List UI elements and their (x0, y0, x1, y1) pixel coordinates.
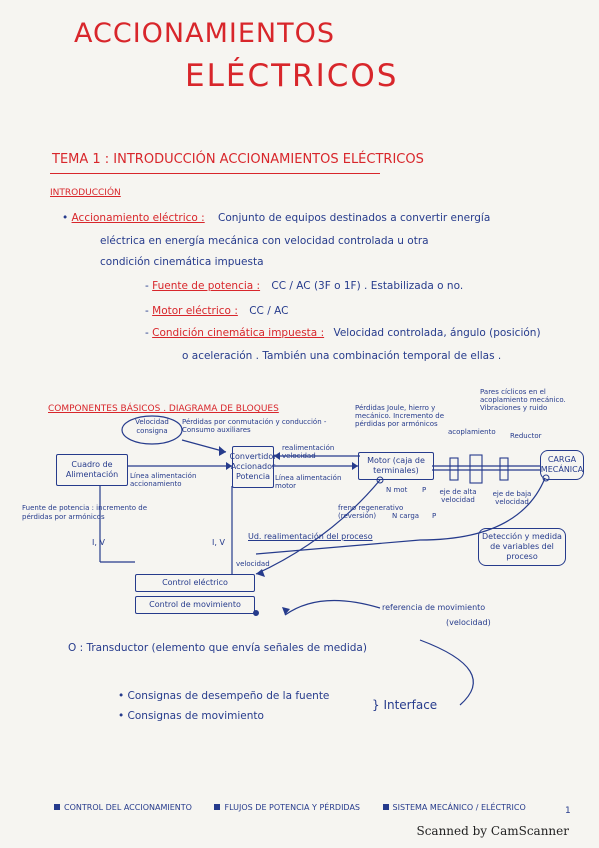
referencia-movimiento: referencia de movimiento (382, 603, 486, 612)
componentes-heading: COMPONENTES BÁSICOS . DIAGRAMA DE BLOQUE… (48, 404, 279, 414)
tema-heading: TEMA 1 : INTRODUCCIÓN ACCIONAMIENTOS ELÉ… (52, 152, 424, 167)
footer-item-1: CONTROL DEL ACCIONAMIENTO (64, 803, 192, 812)
footer-item-3: SISTEMA MECÁNICO / ELÉCTRICO (392, 803, 526, 812)
eje-baja-label: eje de baja velocidad (492, 490, 532, 506)
motor-box: Motor (caja de terminales) (358, 452, 434, 480)
convertidor-label-2: Accionador (230, 462, 276, 471)
interface-item-2-text: Consignas de movimiento (127, 710, 264, 722)
velocidad-label: velocidad (236, 560, 270, 568)
definition-term: Accionamiento eléctrico : (71, 212, 205, 224)
deteccion-box: Detección y medida de variables del proc… (478, 528, 566, 566)
interface-item-2: • Consignas de movimiento (118, 710, 264, 722)
interface-item-1: • Consignas de desempeño de la fuente (118, 690, 330, 702)
bullet-condicion-term: Condición cinemática impuesta : (152, 327, 325, 339)
bullet-fuente-text: CC / AC (3F o 1F) . Estabilizada o no. (271, 280, 464, 292)
title-line-1: ACCIONAMIENTOS (74, 18, 335, 49)
eje-alta-label: eje de alta velocidad (439, 488, 477, 504)
page-number: 1 (565, 806, 571, 816)
convertidor-label-3: Potencia (235, 472, 271, 481)
scanner-watermark: Scanned by CamScanner (416, 824, 569, 838)
perdidas-motor-note: Pérdidas Joule, hierro y mecánico. Incre… (355, 404, 445, 428)
realimentacion-proceso: Ud. realimentación del proceso (248, 532, 373, 541)
realimentacion-velocidad: realimentación velocidad (282, 444, 335, 460)
definition-line-3: condición cinemática impuesta (100, 256, 264, 268)
cuadro-alimentacion-box: Cuadro de Alimentación (56, 454, 128, 486)
linea-alimentacion-accionamiento: Línea alimentación accionamiento (130, 472, 197, 488)
bullet-fuente: - Fuente de potencia : CC / AC (3F o 1F)… (145, 280, 464, 292)
linea-alimentacion-motor: Línea alimentación motor (275, 474, 342, 490)
freno-regenerativo-label: freno regenerativo (reversión) (338, 504, 404, 520)
convertidor-label-1: Convertidor (229, 452, 277, 461)
definition-line-1: • Accionamiento eléctrico : Conjunto de … (62, 212, 491, 224)
carga-mecanica-box: CARGA MECÁNICA (540, 450, 584, 480)
convertidor-box: Convertidor Accionador Potencia (229, 446, 277, 488)
bullet-condicion: - Condición cinemática impuesta : Veloci… (145, 327, 541, 339)
legend-square-icon (54, 804, 60, 810)
bullet-motor-text: CC / AC (249, 305, 289, 317)
velocidad-consigna: Velocidad consigna (135, 418, 169, 435)
control-movimiento-box: Control de movimiento (135, 596, 255, 614)
legend-square-icon (214, 804, 221, 810)
intro-heading: INTRODUCCIÓN (50, 188, 121, 198)
definition-text-1: Conjunto de equipos destinados a convert… (218, 212, 491, 224)
referencia-velocidad: (velocidad) (446, 618, 491, 627)
bullet-condicion-cont: o aceleración . También una combinación … (182, 350, 502, 362)
tema-underline (50, 173, 380, 174)
transductor-definition: O : Transductor (elemento que envía seña… (68, 642, 367, 654)
legend-square-icon (382, 804, 389, 810)
title-line-2: ELÉCTRICOS (185, 58, 399, 94)
reductor-label: Reductor (510, 432, 542, 440)
n-motor-label: N mot (386, 486, 408, 494)
iv-label-2: I, V (212, 538, 225, 547)
p-label-2: P (432, 512, 437, 520)
p-label-1: P (422, 486, 427, 494)
bullet-condicion-text: Velocidad controlada, ángulo (posición) (333, 327, 541, 339)
perdidas-conmutacion-note: Pérdidas por conmutación y conducción - … (182, 418, 327, 434)
bullet-fuente-term: Fuente de potencia : (152, 280, 261, 292)
pares-ciclicos-note: Pares cíclicos en el acoplamiento mecáni… (480, 388, 566, 412)
definition-line-2: eléctrica en energía mecánica con veloci… (100, 235, 429, 247)
iv-label-1: I, V (92, 538, 105, 547)
interface-label: } Interface (372, 698, 438, 712)
n-carga-label: N carga (392, 512, 420, 520)
bullet-motor-term: Motor eléctrico : (152, 305, 238, 317)
bullet-motor: - Motor eléctrico : CC / AC (145, 305, 289, 317)
interface-item-1-text: Consignas de desempeño de la fuente (127, 690, 330, 702)
fuente-potencia-note: Fuente de potencia : incremento de pérdi… (22, 504, 148, 521)
footer-legend: CONTROL DEL ACCIONAMIENTO FLUJOS DE POTE… (48, 803, 526, 812)
acoplamiento-label: acoplamiento (448, 428, 496, 436)
control-electrico-box: Control eléctrico (135, 574, 255, 592)
footer-item-2: FLUJOS DE POTENCIA Y PÉRDIDAS (224, 803, 360, 812)
